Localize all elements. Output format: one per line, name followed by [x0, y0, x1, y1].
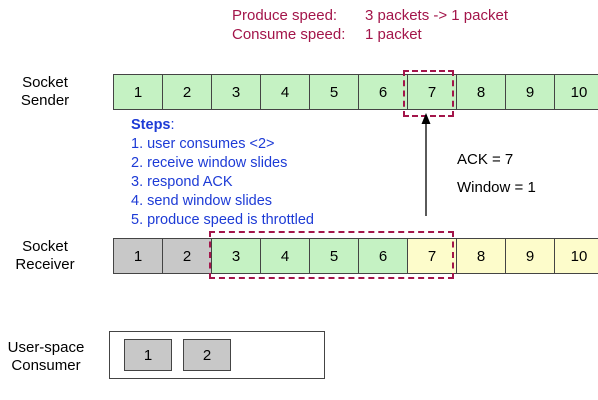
receiver-label-line1: Socket [22, 238, 68, 255]
sender-label-line2: Sender [20, 92, 70, 109]
receiver-cell: 10 [555, 238, 598, 274]
receiver-cell: 9 [506, 238, 555, 274]
sender-cell: 7 [408, 74, 457, 110]
receiver-cell: 8 [457, 238, 506, 274]
receive-window-frame [209, 231, 454, 279]
receiver-cell: 5 [310, 238, 359, 274]
step-item: 5. produce speed is throttled [131, 212, 314, 228]
receiver-row: 1 2 3 4 5 6 7 8 9 10 [113, 238, 598, 274]
step-item: 2. receive window slides [131, 155, 288, 171]
receiver-cell: 4 [261, 238, 310, 274]
consumer-label-line2: Consumer [11, 357, 81, 374]
receiver-cell: 3 [212, 238, 261, 274]
sender-label-line1: Socket [22, 74, 68, 91]
consume-speed-value: 1 packet [365, 26, 422, 43]
sender-cell: 6 [359, 74, 408, 110]
step-item: 4. send window slides [131, 193, 273, 209]
receiver-cell: 2 [163, 238, 212, 274]
sender-cell: 9 [506, 74, 555, 110]
receiver-label-line2: Receiver [15, 256, 75, 273]
step-item: 1. user consumes <2> [131, 136, 275, 152]
sender-cell: 3 [212, 74, 261, 110]
sender-cell: 1 [113, 74, 163, 110]
sender-row: 1 2 3 4 5 6 7 8 9 10 [113, 74, 598, 110]
ack-arrow-head [421, 113, 431, 124]
sender-cell: 5 [310, 74, 359, 110]
steps-header: Steps [131, 117, 171, 133]
consume-speed-label: Consume speed: [232, 26, 346, 43]
ack-arrow-icon [421, 113, 431, 216]
sender-cell: 4 [261, 74, 310, 110]
produce-speed-label: Produce speed: [232, 7, 338, 24]
consumer-cell: 1 [124, 339, 172, 371]
receiver-cell: 1 [113, 238, 163, 274]
sender-cell: 8 [457, 74, 506, 110]
receiver-cell: 6 [359, 238, 408, 274]
ack-text: ACK = 7 [457, 151, 514, 168]
produce-speed-value: 3 packets -> 1 packet [365, 7, 508, 24]
steps-list: Steps: 1. user consumes <2> 2. receive w… [131, 116, 314, 230]
sender-cell: 10 [555, 74, 598, 110]
receiver-cell: 7 [408, 238, 457, 274]
consumer-label-line1: User-space [7, 339, 85, 356]
receiver-label: Socket Receiver [14, 238, 76, 274]
sender-cell: 2 [163, 74, 212, 110]
window-text: Window = 1 [457, 179, 536, 196]
sender-label: Socket Sender [14, 74, 76, 110]
consumer-label: User-space Consumer [2, 339, 90, 375]
send-window-frame [403, 70, 454, 117]
step-item: 3. respond ACK [131, 174, 233, 190]
consumer-box [109, 331, 325, 379]
consumer-cell: 2 [183, 339, 231, 371]
steps-header-colon: : [170, 117, 175, 133]
